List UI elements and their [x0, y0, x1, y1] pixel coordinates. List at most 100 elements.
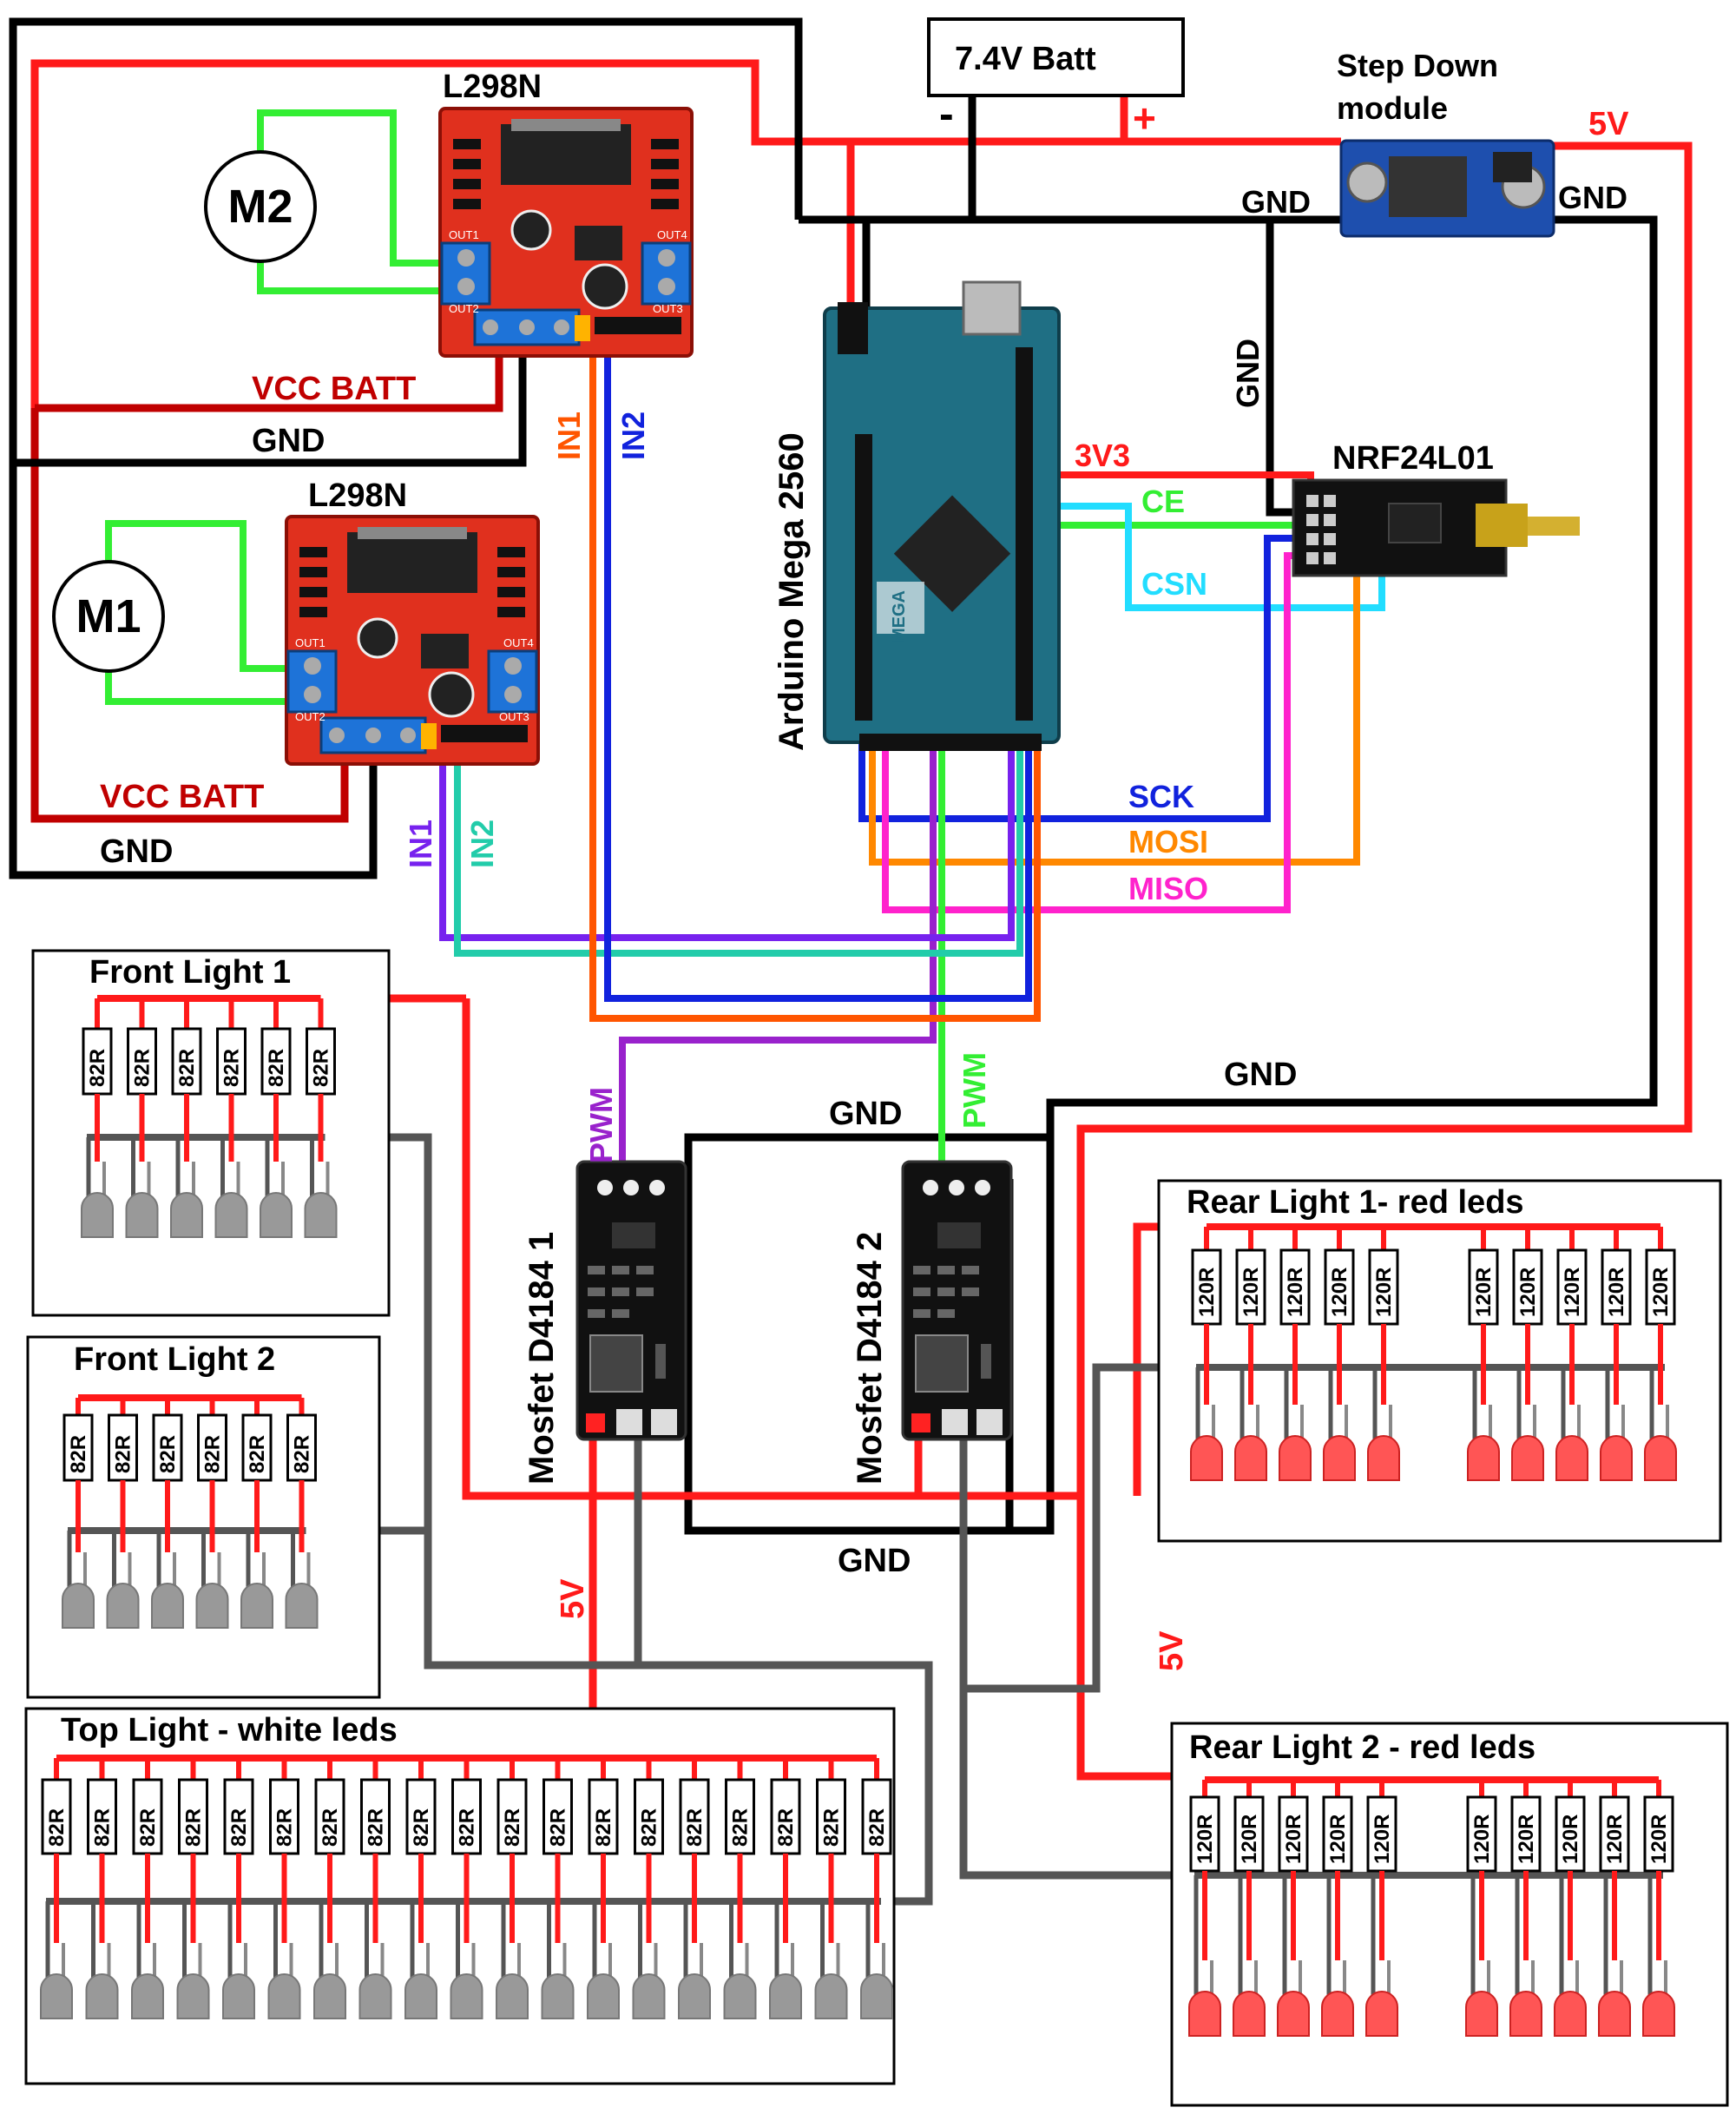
top-led-5: 82R: [222, 1758, 255, 2019]
rear2-led-3: 120R: [1277, 1780, 1310, 2037]
led-icon: [131, 1973, 164, 2019]
battery-minus: -: [939, 89, 954, 138]
wire-in1-top: [589, 343, 1041, 1022]
mosfet1-label: Mosfet D4184 1: [523, 1232, 561, 1485]
resistor: 120R: [1510, 1795, 1542, 1873]
rear1-led-3: 120R: [1279, 1227, 1312, 1481]
led-icon: [1598, 1991, 1631, 2037]
resistor-value: 82R: [86, 1049, 109, 1087]
resistor-value: 120R: [1472, 1268, 1496, 1317]
led-icon: [358, 1973, 392, 2019]
step-down-module: Step Down module GND GND 5V: [1241, 48, 1629, 238]
top-led-1: 82R: [40, 1758, 73, 2019]
led-icon: [313, 1973, 346, 2019]
led-icon: [170, 1192, 203, 1238]
resistor: 82R: [360, 1778, 391, 1855]
led-icon: [1555, 1435, 1588, 1481]
resistor: 120R: [1643, 1795, 1674, 1873]
resistor: 82R: [197, 1413, 227, 1482]
mosfet-d4184-2: Mosfet D4184 2 PWM: [851, 1052, 1013, 1485]
top-led-9: 82R: [404, 1758, 437, 2019]
rear2-led-9: 120R: [1598, 1780, 1631, 2037]
resistor-value: 120R: [1284, 1268, 1307, 1317]
front2-led-6: 82R: [285, 1398, 319, 1629]
resistor-value: 82R: [774, 1808, 798, 1847]
resistor: 82R: [82, 1027, 113, 1096]
l298n-top-gnd-label: GND: [252, 423, 325, 459]
led-icon: [1367, 1435, 1400, 1481]
resistor: 82R: [588, 1778, 619, 1855]
gnd-main-label: GND: [1224, 1057, 1297, 1093]
rear2-led-5: 120R: [1365, 1780, 1398, 2037]
rear2-led-8: 120R: [1554, 1780, 1587, 2037]
top-led-8: 82R: [358, 1758, 392, 2019]
resistor: 120R: [1556, 1248, 1588, 1326]
v5-left-label: 5V: [555, 1578, 591, 1619]
rear1-led-8: 120R: [1555, 1227, 1588, 1481]
front2-led-3: 82R: [151, 1398, 184, 1629]
arduino-mega-2560: MEGA Arduino Mega 2560: [773, 280, 1061, 751]
led-icon: [176, 1973, 210, 2019]
resistor-value: 82R: [45, 1808, 69, 1847]
led-icon: [1465, 1991, 1498, 2037]
l298n-driver-bottom: L298N VCC BATT GND IN1 IN2: [100, 477, 540, 870]
rear2-led-2: 120R: [1233, 1780, 1266, 2037]
led-icon: [450, 1973, 483, 2019]
front1-led-1: 82R: [81, 998, 114, 1238]
resistor: 82R: [62, 1413, 94, 1482]
nrf24l01-module: NRF24L01 GND 3V3 CE CSN SCK MOSI MISO: [1075, 339, 1580, 906]
led-icon: [1188, 1991, 1221, 2037]
nrf-mosi-label: MOSI: [1128, 824, 1208, 859]
resistor-value: 82R: [319, 1808, 342, 1847]
led-icon: [81, 1192, 114, 1238]
led-icon: [1279, 1435, 1312, 1481]
l298n-bottom-gnd-label: GND: [100, 833, 173, 870]
nrf-gnd-label: GND: [1230, 339, 1266, 408]
led-icon: [723, 1973, 757, 2019]
resistor: 120R: [1233, 1795, 1265, 1873]
led-icon: [1234, 1435, 1267, 1481]
top-led-6: 82R: [267, 1758, 301, 2019]
resistor: 82R: [861, 1778, 892, 1855]
battery-label: 7.4V Batt: [955, 41, 1096, 77]
resistor-value: 82R: [456, 1808, 479, 1847]
rear2-led-4: 120R: [1321, 1780, 1354, 2037]
resistor: 120R: [1366, 1795, 1397, 1873]
resistor: 82R: [451, 1778, 482, 1855]
resistor: 82R: [634, 1778, 664, 1855]
l298n-bottom-title: L298N: [308, 477, 407, 514]
led-icon: [1190, 1435, 1223, 1481]
led-icon: [1554, 1991, 1587, 2037]
resistor-value: 120R: [1515, 1814, 1538, 1864]
resistor: 82R: [770, 1778, 801, 1855]
resistor-value: 120R: [1238, 1814, 1261, 1864]
top-led-2: 82R: [85, 1758, 119, 2019]
led-icon: [260, 1192, 293, 1238]
front1-led-2: 82R: [125, 998, 159, 1238]
top-led-3: 82R: [131, 1758, 164, 2019]
l298n-top-in2: IN2: [615, 412, 651, 460]
wire-in2-top: [604, 343, 1032, 1002]
led-icon: [769, 1973, 802, 2019]
step-down-5v-label: 5V: [1588, 106, 1629, 142]
resistor: 120R: [1189, 1795, 1220, 1873]
resistor: 82R: [108, 1413, 138, 1482]
nrf-sck-label: SCK: [1128, 779, 1194, 814]
front2-led-2: 82R: [106, 1398, 140, 1629]
front1-led-4: 82R: [214, 998, 248, 1238]
arduino-logo: MEGA: [890, 590, 909, 642]
l298n-top-title: L298N: [443, 69, 542, 105]
led-icon: [1511, 1435, 1544, 1481]
resistor-value: 82R: [865, 1808, 889, 1847]
step-down-label-1: Step Down: [1337, 48, 1498, 83]
top-led-18: 82R: [814, 1758, 848, 2019]
led-icon: [1323, 1435, 1356, 1481]
nrf-3v3-label: 3V3: [1075, 438, 1130, 473]
resistor-value: 82R: [112, 1435, 135, 1473]
